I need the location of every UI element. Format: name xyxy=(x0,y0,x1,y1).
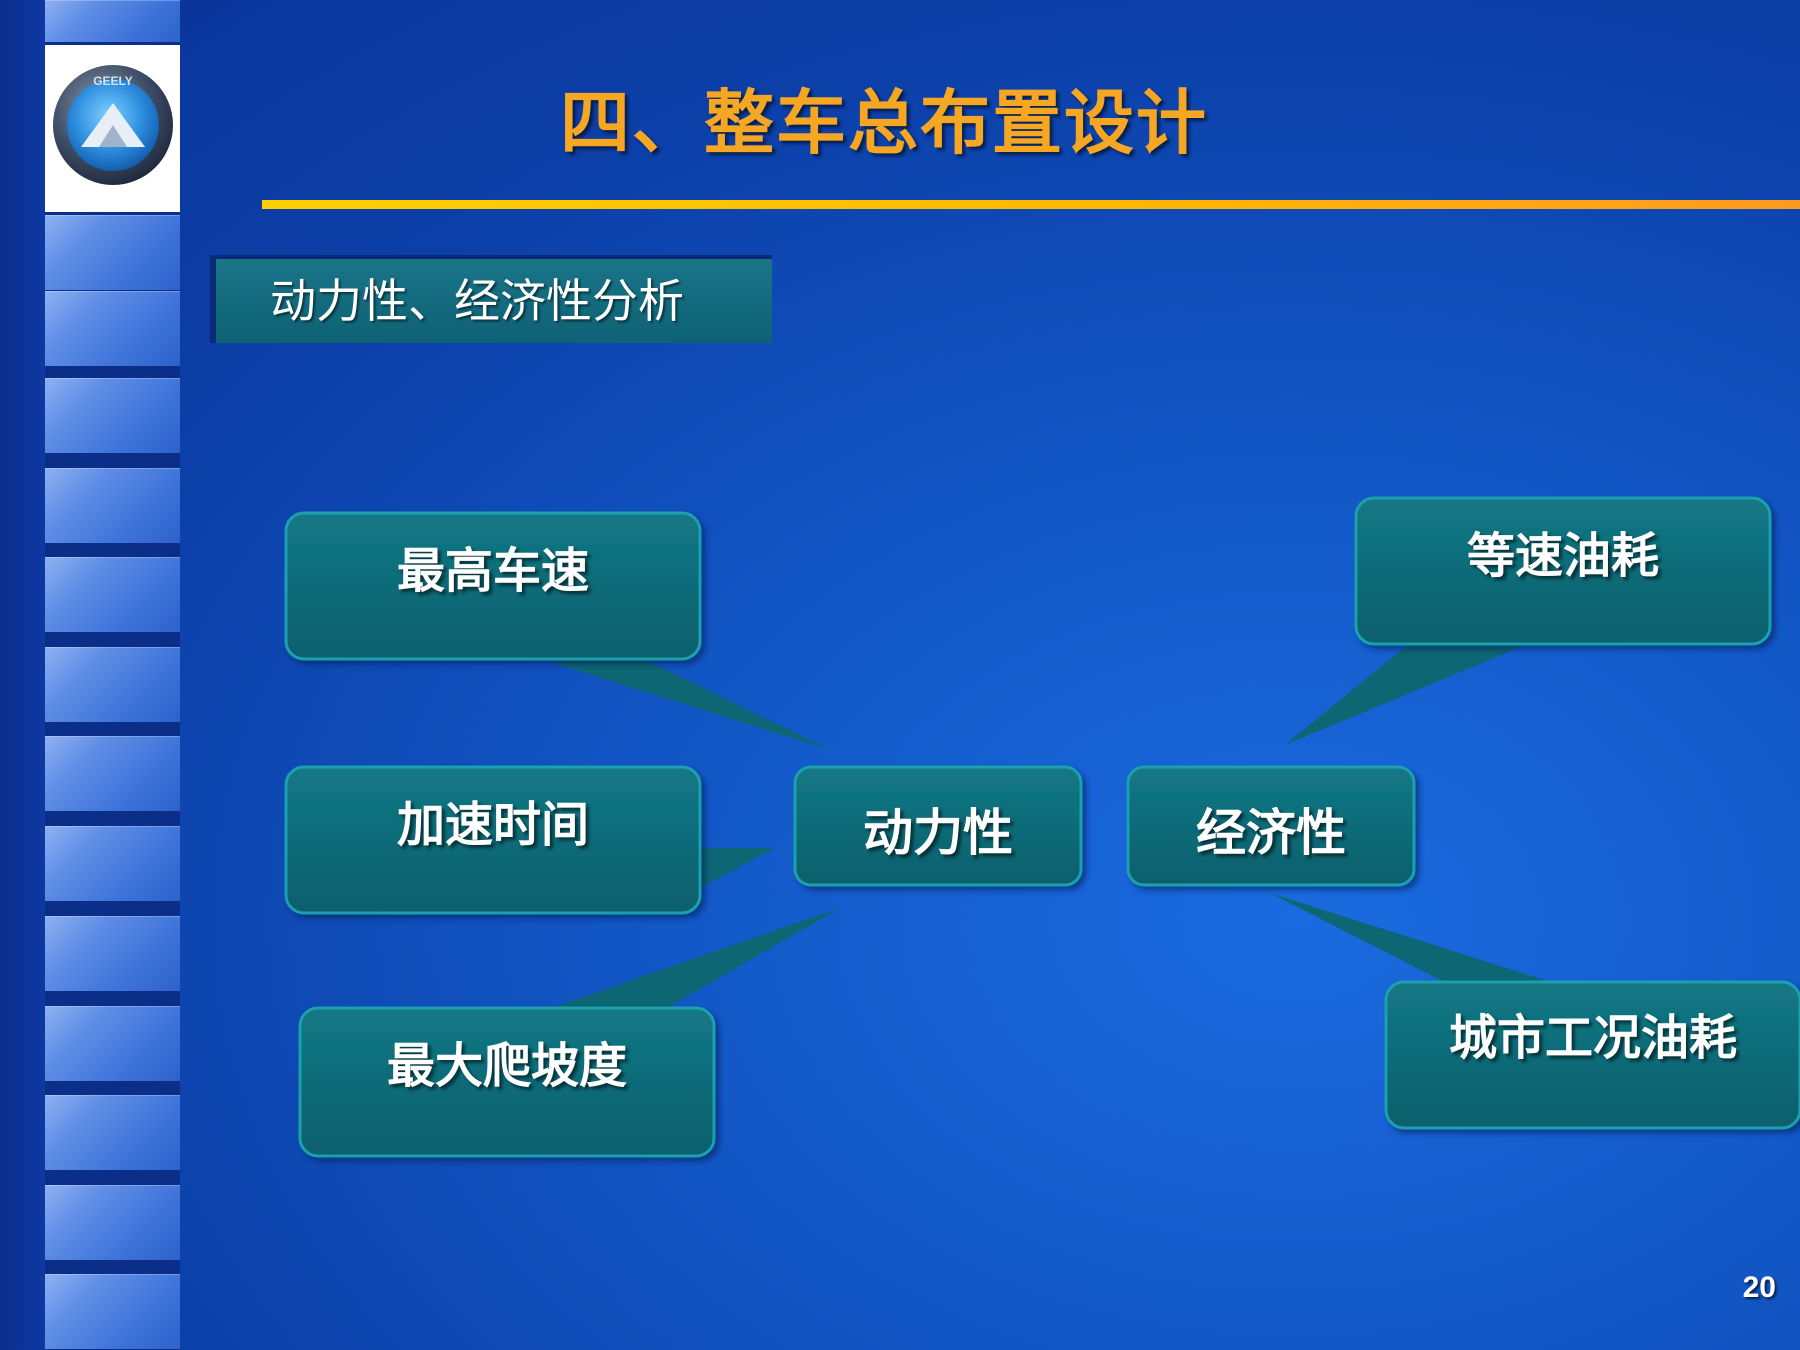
callout-tail xyxy=(1285,643,1530,745)
sidebar-tile xyxy=(45,557,180,632)
sidebar-tile xyxy=(45,826,180,901)
center-box-economy xyxy=(1126,765,1416,887)
sidebar-tile xyxy=(45,736,180,811)
callout-label: 城市工况油耗 xyxy=(1448,1010,1737,1066)
callout-box-constant-speed xyxy=(1354,496,1772,646)
sidebar-tile xyxy=(45,468,180,543)
center-label-power: 动力性 xyxy=(863,804,1013,862)
callout-tail xyxy=(535,657,830,750)
section-label: 动力性、经济性分析 xyxy=(210,255,772,343)
callout-label: 最大爬坡度 xyxy=(386,1038,627,1094)
logo-wordmark: GEELY xyxy=(93,74,133,88)
callout-box-top-speed xyxy=(284,511,702,661)
sidebar-tile xyxy=(45,1185,180,1260)
callout-box-gradeability xyxy=(298,1006,716,1158)
callout-tail xyxy=(1270,893,1560,985)
callout-label: 等速油耗 xyxy=(1466,528,1659,584)
callout-box-acceleration xyxy=(284,765,702,915)
page-number: 20 xyxy=(1742,1271,1776,1304)
callout-tail xyxy=(700,848,775,888)
sidebar-tile xyxy=(45,1274,180,1349)
left-band xyxy=(0,0,45,1350)
center-box-power xyxy=(793,765,1083,887)
title-underline xyxy=(262,200,1800,209)
center-label-economy: 经济性 xyxy=(1196,804,1346,862)
sidebar-tile xyxy=(45,378,180,453)
sidebar-tile xyxy=(45,0,180,42)
slide-title: 四、整车总布置设计 xyxy=(560,81,1208,164)
callout-tail xyxy=(540,908,840,1012)
callout-label: 最高车速 xyxy=(396,543,589,599)
sidebar-tile xyxy=(45,647,180,722)
sidebar-tile xyxy=(45,916,180,991)
sidebar-tile xyxy=(45,1095,180,1170)
sidebar-tile xyxy=(45,291,180,366)
sidebar-tile xyxy=(45,1006,180,1081)
callout-box-urban xyxy=(1384,980,1800,1130)
sidebar-tile xyxy=(45,215,180,290)
logo-panel: GEELY xyxy=(45,45,180,212)
geely-logo-icon: GEELY xyxy=(53,65,173,185)
callout-label: 加速时间 xyxy=(396,797,589,853)
